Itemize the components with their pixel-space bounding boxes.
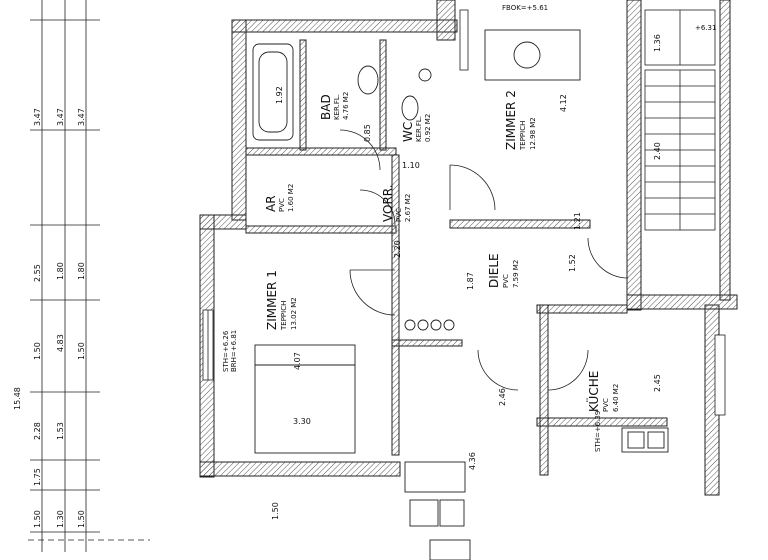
svg-text:1.50: 1.50 <box>33 342 42 360</box>
svg-text:0.92 M2: 0.92 M2 <box>424 114 432 142</box>
room-label-diele: DIELE PVC 7.59 M2 <box>487 253 520 288</box>
room-label-zimmer2: ZIMMER 2 TEPPICH 12.98 M2 <box>504 90 537 151</box>
bed-icon <box>254 344 356 454</box>
svg-text:DIELE: DIELE <box>487 253 501 288</box>
door-swing-kueche <box>547 349 589 391</box>
chair-icon <box>409 499 439 527</box>
svg-text:3.30: 3.30 <box>293 417 311 426</box>
svg-text:2.20: 2.20 <box>393 240 402 258</box>
svg-text:1.53: 1.53 <box>56 422 65 440</box>
svg-text:1.10: 1.10 <box>402 161 420 170</box>
room-dimension-texts: 3.30 4.07 4.12 1.87 1.52 2.45 0.85 1.92 … <box>271 34 662 520</box>
fixtures <box>252 29 669 560</box>
svg-text:PVC: PVC <box>502 274 510 288</box>
room-label-ar: AR PVC 1.60 M2 <box>264 184 295 212</box>
svg-text:4.83: 4.83 <box>56 334 65 352</box>
svg-text:PVC: PVC <box>602 398 610 412</box>
annotations: STH=+6.26 BRH=+6.81 STH=+6.39 FBOK=+5.61… <box>222 4 716 452</box>
svg-text:STH=+6.39: STH=+6.39 <box>594 411 602 452</box>
svg-text:ZIMMER 2: ZIMMER 2 <box>504 90 518 150</box>
svg-text:FBOK=+5.61: FBOK=+5.61 <box>502 4 548 12</box>
bathtub-icon <box>252 43 294 141</box>
svg-text:BRH=+6.81: BRH=+6.81 <box>230 330 238 372</box>
svg-text:WC: WC <box>401 122 415 142</box>
svg-text:1.50: 1.50 <box>33 510 42 528</box>
door-swing-zimmer2 <box>449 164 496 211</box>
room-label-bad: BAD KER.FL. 4.76 M2 <box>319 92 350 120</box>
svg-text:2.28: 2.28 <box>33 422 42 440</box>
svg-text:4.07: 4.07 <box>293 352 302 370</box>
svg-text:3.47: 3.47 <box>56 108 65 126</box>
svg-text:13.02 M2: 13.02 M2 <box>290 297 298 330</box>
svg-text:2.67 M2: 2.67 M2 <box>404 194 412 222</box>
left-dimension-lines <box>28 0 150 552</box>
svg-text:1.92: 1.92 <box>275 86 284 104</box>
svg-text:TEPPICH: TEPPICH <box>280 301 288 331</box>
svg-text:3.47: 3.47 <box>33 108 42 126</box>
kitchen-sink-icon <box>621 427 669 453</box>
svg-text:12.98 M2: 12.98 M2 <box>529 117 537 150</box>
svg-text:1.87: 1.87 <box>466 272 475 290</box>
lamp-icon <box>513 41 541 69</box>
svg-text:1.80: 1.80 <box>77 262 86 280</box>
svg-text:4.36: 4.36 <box>468 452 477 470</box>
toilet-icon <box>357 65 379 95</box>
room-label-kueche: KÜCHE PVC 6.40 M2 <box>585 371 620 412</box>
door-swing-bad <box>339 129 381 171</box>
svg-text:KER.FL.: KER.FL. <box>333 94 341 120</box>
svg-text:STH=+6.26: STH=+6.26 <box>222 330 230 372</box>
stair <box>644 9 716 231</box>
svg-text:2.55: 2.55 <box>33 264 42 282</box>
sink-icon <box>418 68 432 82</box>
svg-text:0.85: 0.85 <box>363 124 372 142</box>
svg-text:+6.31: +6.31 <box>695 24 716 32</box>
svg-text:BAD: BAD <box>319 94 333 120</box>
svg-text:3.47: 3.47 <box>77 108 86 126</box>
svg-text:PVC: PVC <box>278 198 286 212</box>
door-swing-zimmer1 <box>349 269 396 316</box>
svg-text:VORR.: VORR. <box>381 184 395 222</box>
room-label-wc: WC KER.FL. 0.92 M2 <box>401 114 432 142</box>
svg-text:1.80: 1.80 <box>56 262 65 280</box>
svg-text:6.40 M2: 6.40 M2 <box>612 384 620 412</box>
svg-text:7.59 M2: 7.59 M2 <box>512 260 520 288</box>
svg-text:4.76 M2: 4.76 M2 <box>342 92 350 120</box>
svg-text:15.48: 15.48 <box>13 387 22 410</box>
svg-text:TEPPICH: TEPPICH <box>519 121 527 151</box>
svg-text:1.75: 1.75 <box>33 468 42 486</box>
room-label-vorr: VORR. PVC 2.67 M2 <box>381 184 412 222</box>
door-swings <box>339 129 629 391</box>
walls <box>199 0 738 496</box>
svg-text:1.60 M2: 1.60 M2 <box>287 184 295 212</box>
stove-icon <box>404 319 416 331</box>
svg-text:2.45: 2.45 <box>653 374 662 392</box>
svg-text:1.52: 1.52 <box>568 254 577 272</box>
svg-text:1.30: 1.30 <box>56 510 65 528</box>
svg-text:2.46: 2.46 <box>498 388 507 406</box>
windows <box>202 9 726 416</box>
svg-text:1.50: 1.50 <box>271 502 280 520</box>
svg-text:KER.FL.: KER.FL. <box>415 116 423 142</box>
svg-text:PVC: PVC <box>395 208 403 222</box>
window-zimmer2 <box>459 9 469 71</box>
svg-text:1.50: 1.50 <box>77 510 86 528</box>
svg-text:2.40: 2.40 <box>653 142 662 160</box>
svg-text:AR: AR <box>264 195 278 212</box>
svg-text:1.50: 1.50 <box>77 342 86 360</box>
svg-text:1.36: 1.36 <box>653 34 662 52</box>
svg-text:KÜCHE: KÜCHE <box>585 371 601 412</box>
svg-text:ZIMMER 1: ZIMMER 1 <box>265 270 279 330</box>
room-label-zimmer1: ZIMMER 1 TEPPICH 13.02 M2 <box>265 270 298 331</box>
left-dimension-texts: 1.50 1.75 2.28 1.50 2.55 3.47 1.30 1.53 … <box>13 108 86 528</box>
svg-text:1.21: 1.21 <box>573 212 582 230</box>
svg-text:4.12: 4.12 <box>559 94 568 112</box>
